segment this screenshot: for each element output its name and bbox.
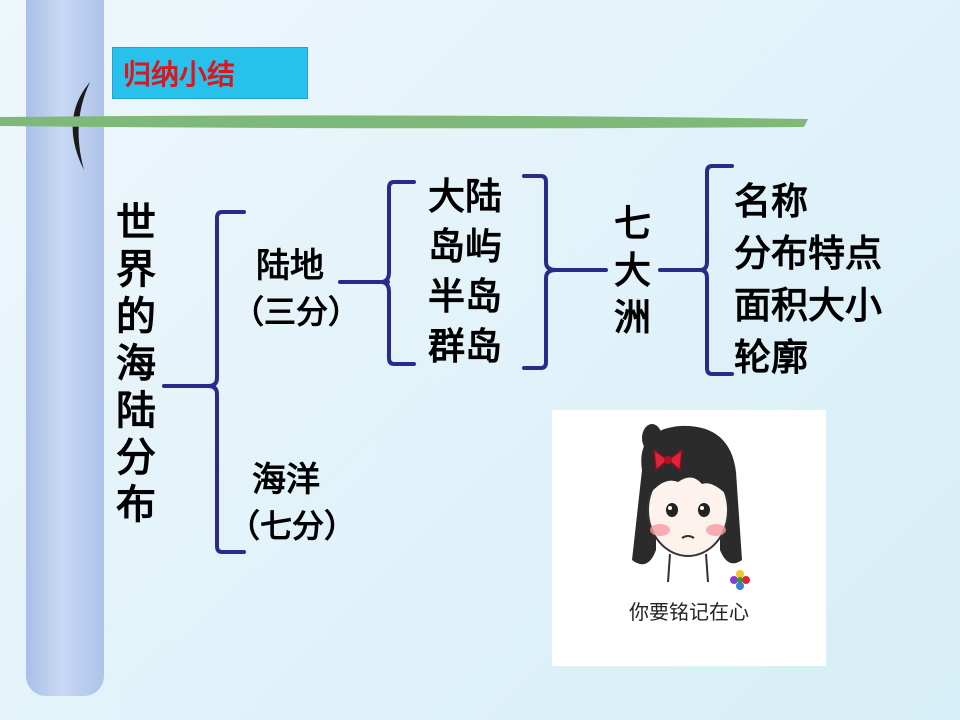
root-char: 世 — [116, 200, 156, 246]
page-title-text: 归纳小结 — [123, 58, 236, 91]
land-ratio: （三分） — [232, 293, 361, 331]
continents-char: 七 — [614, 202, 651, 245]
land-types-bracket — [379, 180, 416, 366]
root-char: 布 — [116, 482, 156, 528]
list-item: 名称 — [734, 180, 808, 223]
continents-char: 大 — [614, 249, 651, 292]
root-label: 世 界 的 海 陆 分 布 — [108, 200, 164, 529]
list-item: 面积大小 — [734, 284, 882, 327]
land-types-list: 大陆 岛屿 半岛 群岛 — [428, 172, 502, 372]
list-item: 群岛 — [428, 325, 502, 368]
list-item: 岛屿 — [428, 225, 502, 268]
ocean-ratio: （七分） — [228, 507, 357, 545]
continents-label: 七 大 洲 — [614, 200, 651, 341]
root-char: 海 — [116, 341, 156, 387]
land-label: 陆地 — [256, 246, 324, 286]
root-char: 界 — [116, 247, 156, 293]
root-char: 分 — [116, 435, 156, 481]
continents-char: 洲 — [614, 296, 651, 339]
page-title: 归纳小结 — [112, 47, 308, 99]
ocean-label: 海洋 — [252, 460, 320, 500]
cartoon-girl-icon — [632, 424, 750, 590]
root-bracket — [162, 210, 246, 554]
list-item: 大陆 — [428, 175, 502, 218]
root-char: 的 — [116, 294, 156, 340]
continent-aspects-list: 名称 分布特点 面积大小 轮廓 — [734, 176, 882, 384]
scroll-decoration — [26, 0, 104, 696]
list-item: 分布特点 — [734, 232, 882, 275]
land-types-right-bracket — [522, 174, 558, 370]
scroll-curl-icon — [72, 82, 90, 170]
root-char: 陆 — [116, 388, 156, 434]
aspects-bracket — [698, 164, 734, 376]
sticker-image: 你要铭记在心 — [552, 410, 826, 666]
sticker-caption: 你要铭记在心 — [629, 600, 749, 624]
green-divider — [0, 115, 808, 129]
list-item: 轮廓 — [734, 336, 808, 379]
list-item: 半岛 — [428, 275, 502, 318]
